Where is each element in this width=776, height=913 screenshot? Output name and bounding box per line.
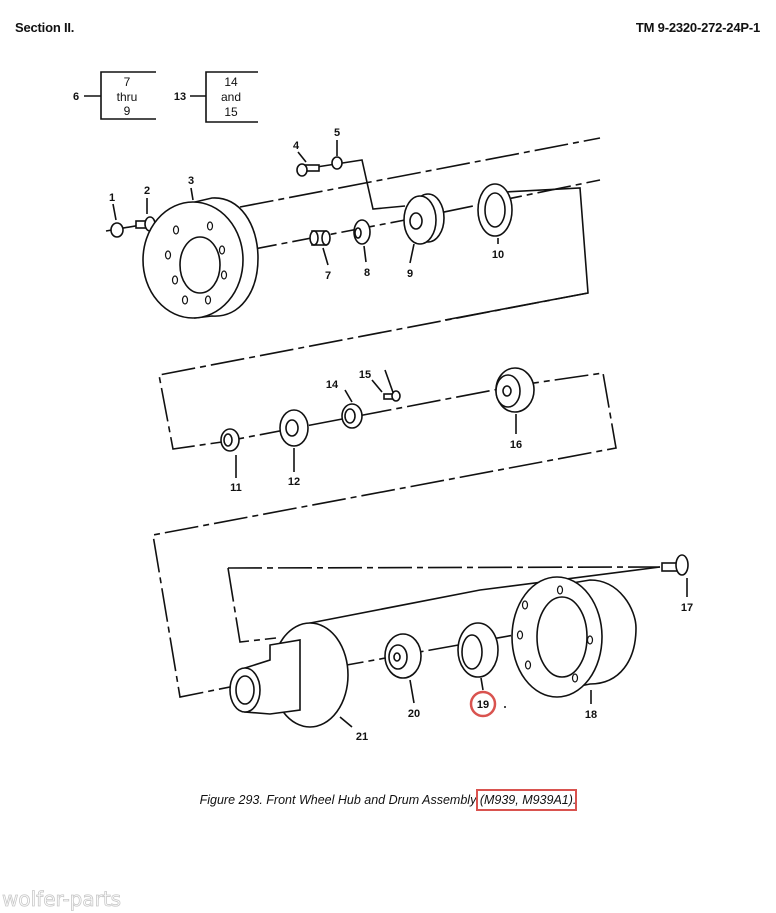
bracket-callout-6: 6 7 thru 9 — [73, 71, 156, 120]
part-label: 16 — [510, 439, 522, 451]
bracket-text: 15 — [224, 105, 238, 119]
leader-arrows — [112, 140, 688, 728]
bracket-ref-label: 13 — [174, 91, 186, 103]
part-label: 12 — [288, 476, 300, 488]
part-label: 9 — [407, 268, 413, 280]
part-nut-1 — [110, 222, 124, 238]
figure-caption: Figure 293. Front Wheel Hub and Drum Ass… — [0, 789, 776, 811]
part-screw-15 — [383, 390, 401, 402]
bracket-text: 14 — [224, 75, 238, 89]
section-heading: Section II. — [15, 20, 75, 35]
part-bolt-4 — [296, 163, 320, 177]
part-label: 11 — [230, 482, 242, 494]
part-hub-3 — [142, 197, 259, 319]
part-label: 7 — [325, 270, 331, 282]
bracket-text: 7 — [124, 75, 131, 89]
part-label: 14 — [326, 379, 339, 391]
part-label: 3 — [188, 175, 194, 187]
part-nut-14 — [341, 403, 363, 429]
bracket-text: 9 — [124, 104, 131, 118]
caption-end: . — [572, 793, 577, 807]
part-cap-7 — [309, 230, 331, 246]
part-label: 10 — [492, 249, 504, 261]
bracket-text: and — [221, 90, 241, 104]
part-label-highlighted: 19 — [477, 699, 489, 711]
caption-highlighted-models: (M939, M939A1) — [475, 789, 577, 811]
part-label: 17 — [681, 602, 693, 614]
bracket-text: thru — [117, 90, 138, 104]
part-gasket-10 — [477, 183, 513, 237]
part-label: 20 — [408, 708, 420, 720]
part-washer-5 — [331, 156, 343, 170]
part-hub-21 — [229, 622, 349, 728]
watermark: wolfer-parts — [2, 887, 122, 912]
part-label: 2 — [144, 185, 150, 197]
part-label: 5 — [334, 127, 340, 139]
part-nut-11 — [220, 428, 240, 452]
part-stud-17 — [661, 554, 689, 576]
part-label: 8 — [364, 267, 370, 279]
part-seal-19 — [457, 622, 499, 678]
dot — [504, 706, 506, 708]
part-labels: 1 2 3 4 5 7 8 9 10 11 12 14 15 16 17 18 … — [109, 127, 693, 743]
part-label: 18 — [585, 709, 597, 721]
part-label: 4 — [293, 140, 300, 152]
bracket-ref-label: 6 — [73, 91, 79, 103]
caption-text: Figure 293. Front Wheel Hub and Drum Ass… — [199, 793, 480, 807]
part-drum-18 — [511, 576, 637, 698]
part-bearing-20 — [384, 633, 422, 679]
bracket-callout-13: 13 14 and 15 — [174, 71, 258, 123]
part-flange-9 — [403, 193, 445, 245]
part-label: 1 — [109, 192, 115, 204]
part-bearing-16 — [495, 367, 535, 413]
tm-number: TM 9-2320-272-24P-1 — [635, 20, 760, 35]
part-washer-12 — [279, 409, 309, 447]
part-label: 15 — [359, 369, 371, 381]
highlight-circle — [469, 690, 497, 718]
part-label: 21 — [356, 731, 368, 743]
part-seal-8 — [353, 219, 371, 245]
